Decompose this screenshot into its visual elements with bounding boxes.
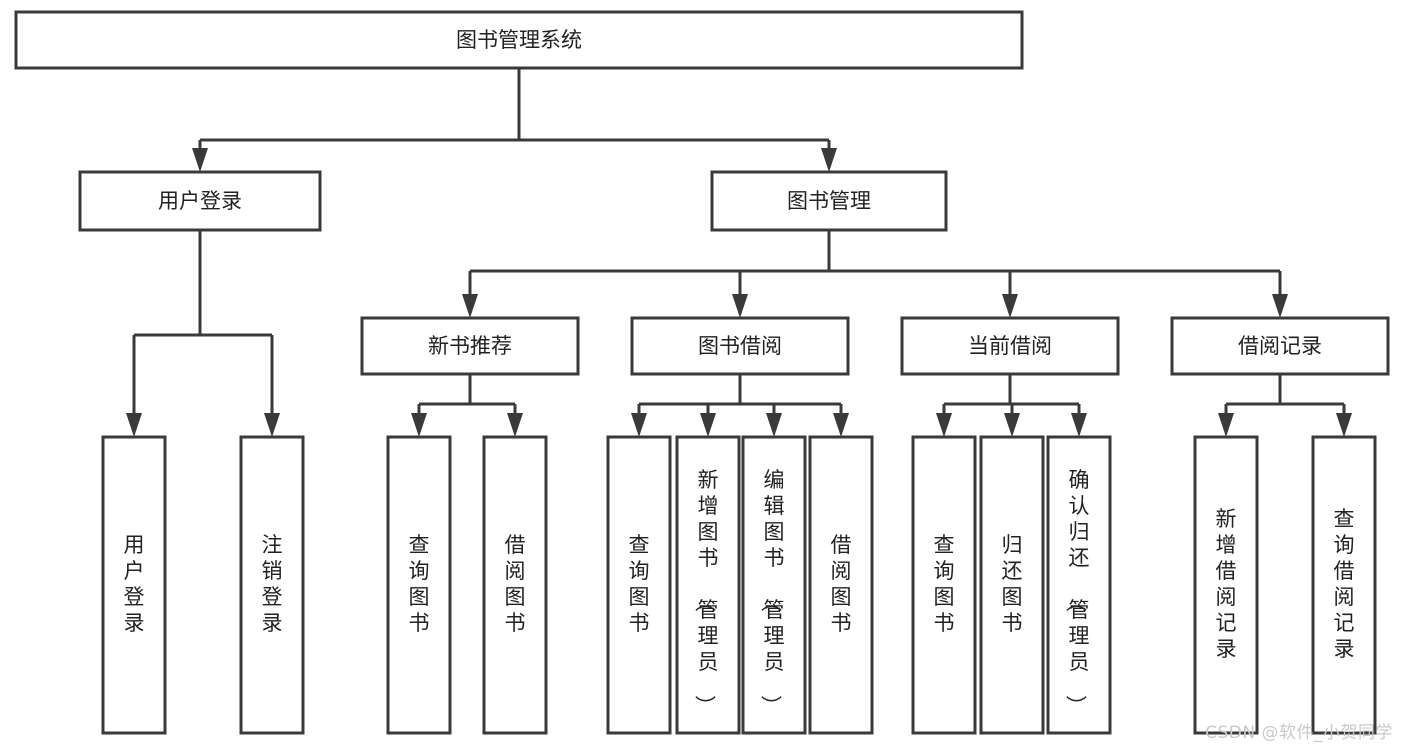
- node-leaf-user-login[interactable]: 用户登录: [101, 435, 167, 735]
- node-label: 借阅记录: [1238, 334, 1322, 358]
- connector-borrow-record-to-leaves: [1218, 374, 1352, 437]
- node-borrow-record[interactable]: 借阅记录: [1170, 316, 1390, 376]
- node-label: 查询图书: [629, 533, 650, 635]
- node-root[interactable]: 图书管理系统: [14, 10, 1024, 70]
- connector-user-login-to-leaves: [126, 230, 280, 437]
- node-label: 注销登录: [262, 533, 283, 635]
- node-label: 确认归还（管理员）: [1064, 468, 1090, 716]
- node-layer: 图书管理系统用户登录图书管理新书推荐图书借阅当前借阅借阅记录用户登录注销登录查询…: [14, 10, 1390, 735]
- node-box[interactable]: [710, 170, 948, 232]
- node-label: 图书管理系统: [456, 28, 582, 52]
- node-box[interactable]: [979, 435, 1045, 735]
- node-leaf-user-logout[interactable]: 注销登录: [239, 435, 305, 735]
- node-label: 查询图书: [934, 533, 955, 635]
- node-box[interactable]: [482, 435, 548, 735]
- node-box[interactable]: [360, 316, 580, 376]
- node-leaf-return-book[interactable]: 归还图书: [979, 435, 1045, 735]
- node-box[interactable]: [808, 435, 874, 735]
- node-label: 归还图书: [1002, 533, 1023, 635]
- node-current-borrow[interactable]: 当前借阅: [900, 316, 1120, 376]
- node-box[interactable]: [675, 435, 741, 735]
- node-leaf-add-book[interactable]: 新增图书（管理员）: [675, 435, 741, 735]
- node-label: 用户登录: [158, 189, 242, 213]
- node-label: 借阅图书: [831, 533, 852, 635]
- connector-current-borrow-to-leaves: [936, 374, 1087, 437]
- node-box[interactable]: [1170, 316, 1390, 376]
- node-box[interactable]: [911, 435, 977, 735]
- node-box[interactable]: [1311, 435, 1377, 735]
- node-user-login[interactable]: 用户登录: [78, 170, 322, 232]
- node-label: 借阅图书: [505, 533, 526, 635]
- node-label: 用户登录: [124, 533, 145, 635]
- node-box[interactable]: [1046, 435, 1112, 735]
- node-box[interactable]: [900, 316, 1120, 376]
- connector-root-to-level1: [192, 68, 837, 172]
- node-new-book-recommend[interactable]: 新书推荐: [360, 316, 580, 376]
- edge-layer: [126, 68, 1352, 437]
- node-box[interactable]: [630, 316, 850, 376]
- node-leaf-borrow-book-2[interactable]: 借阅图书: [808, 435, 874, 735]
- node-label: 新书推荐: [428, 334, 512, 358]
- node-label: 图书借阅: [698, 334, 782, 358]
- node-label: 当前借阅: [968, 334, 1052, 358]
- node-leaf-query-book-3[interactable]: 查询图书: [911, 435, 977, 735]
- node-book-borrow[interactable]: 图书借阅: [630, 316, 850, 376]
- node-label: 查询图书: [409, 533, 430, 635]
- connector-book-borrow-to-leaves: [631, 374, 849, 437]
- node-label: 新增图书（管理员）: [693, 468, 719, 716]
- connector-new-book-recommend-to-leaves: [411, 374, 523, 437]
- node-label: 查询借阅记录: [1334, 507, 1355, 661]
- node-label: 图书管理: [787, 189, 871, 213]
- node-box[interactable]: [741, 435, 807, 735]
- node-leaf-query-book-1[interactable]: 查询图书: [386, 435, 452, 735]
- node-leaf-query-record[interactable]: 查询借阅记录: [1311, 435, 1377, 735]
- node-box[interactable]: [239, 435, 305, 735]
- node-box[interactable]: [1193, 435, 1259, 735]
- node-book-manage[interactable]: 图书管理: [710, 170, 948, 232]
- node-label: 编辑图书（管理员）: [759, 468, 785, 716]
- node-leaf-edit-book[interactable]: 编辑图书（管理员）: [741, 435, 807, 735]
- node-leaf-borrow-book-1[interactable]: 借阅图书: [482, 435, 548, 735]
- node-leaf-confirm-return[interactable]: 确认归还（管理员）: [1046, 435, 1112, 735]
- connector-book-manage-to-level2: [462, 230, 1288, 318]
- node-box[interactable]: [78, 170, 322, 232]
- node-box[interactable]: [386, 435, 452, 735]
- node-leaf-query-book-2[interactable]: 查询图书: [606, 435, 672, 735]
- node-leaf-add-record[interactable]: 新增借阅记录: [1193, 435, 1259, 735]
- node-box[interactable]: [101, 435, 167, 735]
- node-box[interactable]: [14, 10, 1024, 70]
- node-label: 新增借阅记录: [1216, 507, 1237, 661]
- node-box[interactable]: [606, 435, 672, 735]
